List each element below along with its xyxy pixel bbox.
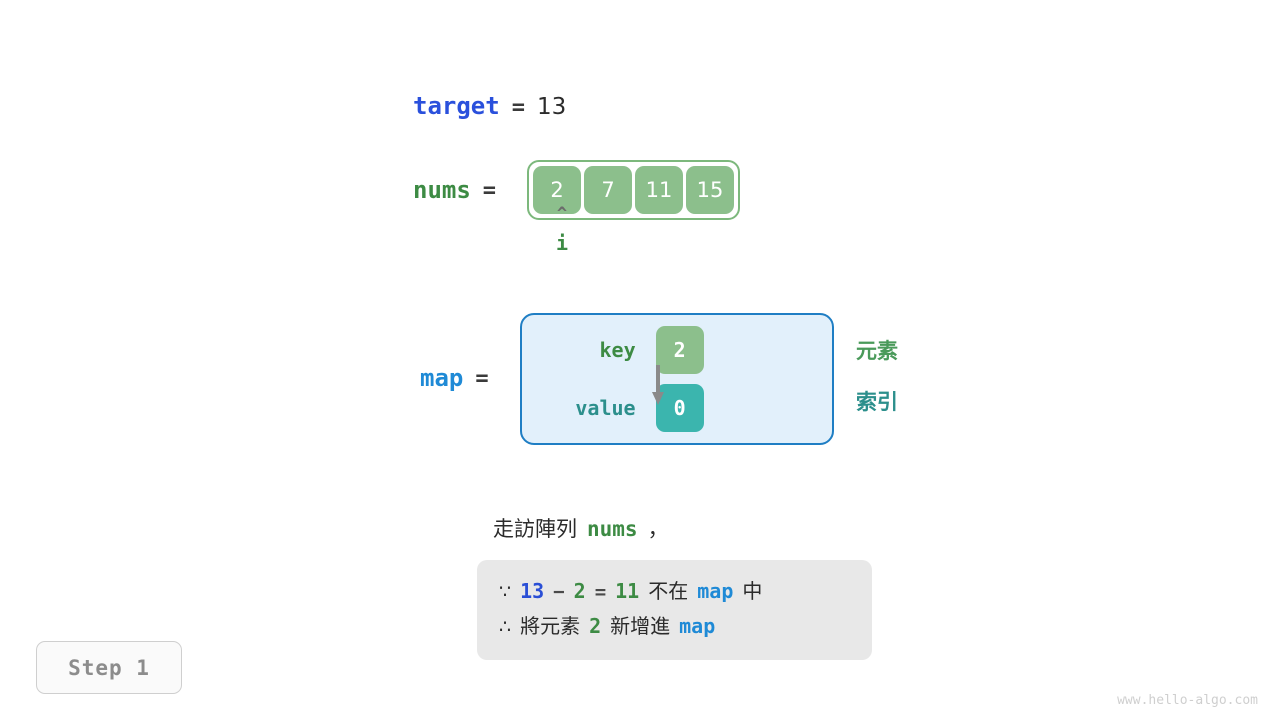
target-equals: = (511, 95, 525, 120)
map-side-labels: 元素 索引 (856, 335, 898, 416)
key-label: key (599, 338, 636, 362)
note-current-value: 2 (573, 579, 586, 603)
note-box: ∵ 13 − 2 = 11 不在 map 中 ∴ 將元素 2 新增進 map (477, 560, 872, 660)
note-target-value: 13 (520, 579, 545, 603)
watermark: www.hello-algo.com (1117, 693, 1258, 708)
map-key-row: key 2 (550, 326, 704, 374)
map-key-cell: 2 (655, 326, 704, 374)
map-entries: key 2 value 0 (550, 326, 704, 432)
step-badge: Step 1 (36, 641, 182, 694)
caption: 走訪陣列 nums ， (493, 513, 669, 543)
note-line-2: ∴ 將元素 2 新增進 map (499, 609, 850, 644)
map-equals: = (475, 365, 489, 391)
array-cell: 11 (635, 166, 684, 214)
element-label: 元素 (856, 339, 898, 363)
note-minus-operator: − (553, 581, 565, 603)
value-label: value (575, 396, 636, 420)
nums-label: nums (413, 176, 471, 204)
because-symbol: ∵ (499, 581, 512, 603)
map-value-cell: 0 (655, 384, 704, 432)
note-added-value: 2 (589, 614, 602, 638)
note-equals-operator: = (594, 581, 607, 603)
target-row: target = 13 (413, 92, 566, 120)
array-cell: 15 (686, 166, 735, 214)
map-label-group: map = (420, 364, 489, 394)
note-complement-value: 11 (615, 579, 640, 603)
nums-row: nums = 2 7 11 15 (413, 160, 741, 220)
map-row: map = key 2 value 0 (420, 313, 834, 445)
note-text-insert-into: 新增進 (610, 614, 671, 638)
note-line-1: ∵ 13 − 2 = 11 不在 map 中 (499, 574, 850, 609)
index-label: 索引 (856, 390, 898, 414)
target-label: target (413, 92, 500, 120)
target-value: 13 (536, 94, 567, 120)
pointer-label: i (555, 231, 569, 255)
note-text-add-element: 將元素 (520, 614, 581, 638)
array-cell: 7 (584, 166, 633, 214)
map-box: key 2 value 0 (519, 313, 834, 445)
note-text-not-in: 不在 (648, 579, 689, 603)
nums-equals: = (482, 177, 497, 203)
note-map-ref-2: map (679, 614, 716, 638)
caption-prefix: 走訪陣列 (493, 517, 577, 541)
caption-var: nums (587, 517, 638, 541)
note-map-ref: map (697, 579, 734, 603)
index-pointer: ^ i (545, 204, 579, 255)
kv-spacer (550, 376, 704, 382)
nums-array: 2 7 11 15 (527, 160, 741, 220)
map-value-row: value 0 (550, 384, 704, 432)
array-cell: 2 (533, 166, 582, 214)
map-label: map (420, 364, 464, 392)
caption-suffix: ， (647, 517, 669, 541)
note-text-in: 中 (742, 579, 763, 603)
caret-icon: ^ (556, 204, 568, 224)
therefore-symbol: ∴ (499, 616, 512, 638)
